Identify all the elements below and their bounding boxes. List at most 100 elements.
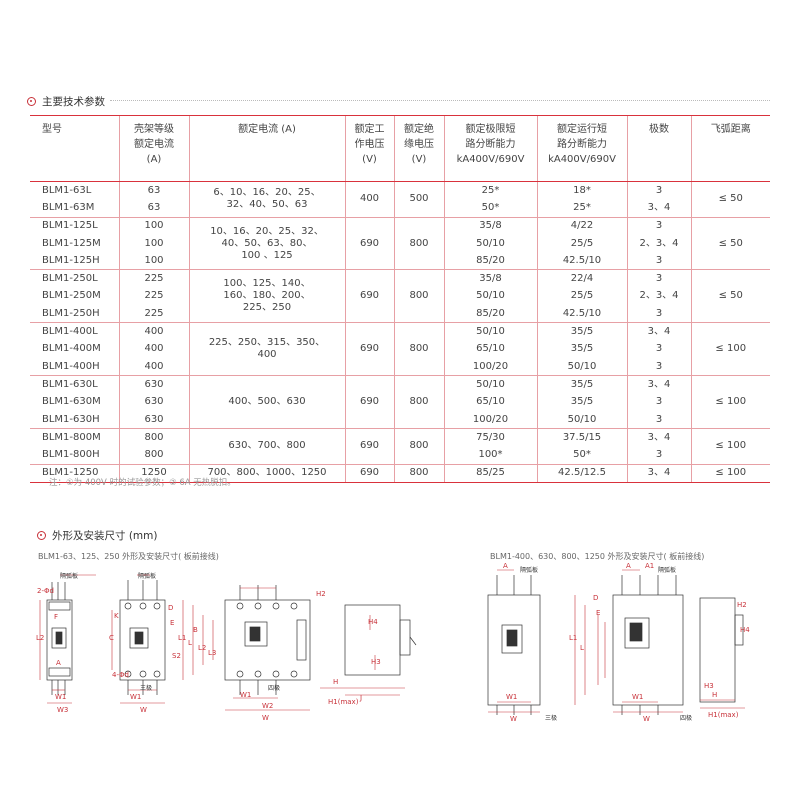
drawing2 <box>487 569 745 715</box>
service-breaking-cell: 50* <box>536 446 627 465</box>
label-D: D <box>168 604 173 612</box>
ultimate-breaking-cell: 100/20 <box>443 410 537 429</box>
d2-front-3pole <box>487 594 541 706</box>
frame-current-cell: 630 <box>118 410 189 429</box>
rated-current-cell: 630、700、800 <box>188 428 345 465</box>
ultimate-breaking-cell: 35/8 <box>443 216 537 235</box>
frame-current-cell: 400 <box>118 357 189 376</box>
d2-label-A: A <box>503 562 508 570</box>
label-S2: S2 <box>172 652 181 660</box>
frame-current-cell: 225 <box>118 305 189 323</box>
model-cell: BLM1-63M <box>42 201 95 213</box>
ultimate-breaking-cell: 35/8 <box>443 269 537 288</box>
rated-current-cell: 400、500、630 <box>188 375 345 429</box>
model-cell: BLM1-250H <box>42 307 100 319</box>
model-cell: BLM1-1250 <box>30 463 119 484</box>
model-cell: BLM1-630L <box>30 375 119 394</box>
label-H3: H3 <box>371 658 381 666</box>
frame-current-cell: 100 <box>118 216 189 235</box>
column-header: 额定绝 缘电压 (V) <box>393 115 444 182</box>
rated-current-cell: 6、10、16、20、25、 32、40、50、63 <box>188 181 345 218</box>
d2-label-W-b: W <box>643 715 650 723</box>
label-W1: W1 <box>55 693 66 701</box>
label-A: A <box>56 659 61 667</box>
insulation-voltage-cell: 800 <box>393 322 444 376</box>
service-breaking-cell: 37.5/15 <box>536 428 627 447</box>
model-cell: BLM1-125H <box>42 254 100 266</box>
column-header: 型号 <box>30 115 119 182</box>
table-note: 注：①为 400V 时的试验参数；② 6A 无热脱扣。 <box>49 478 236 488</box>
arc-distance-cell: ≤ 50 <box>690 269 770 323</box>
d2-label-H: H <box>712 691 717 699</box>
front-view-4pole <box>224 599 311 681</box>
d2-label-3pole: 三极 <box>545 714 557 722</box>
d2-label-L1: L1 <box>569 634 577 642</box>
d2-label-H2: H2 <box>737 601 747 609</box>
service-breaking-cell: 35/5 <box>536 393 627 411</box>
frame-current-cell: 225 <box>118 287 189 306</box>
column-header: 额定电流 (A) <box>188 115 345 182</box>
poles-cell: 3、4 <box>626 428 691 447</box>
insulation-voltage-cell: 800 <box>393 463 444 484</box>
working-voltage-cell: 690 <box>344 428 394 465</box>
frame-current-cell: 63 <box>118 199 189 218</box>
section-title: 主要技术参数 <box>42 96 105 108</box>
column-header: 飞弧距离 <box>690 115 770 182</box>
ultimate-breaking-cell: 50* <box>443 199 537 218</box>
label-holes-2: 2-Φd <box>37 587 54 595</box>
drawing1-caption: BLM1-63、125、250 外形及安装尺寸( 板前接线) <box>38 552 219 561</box>
d2-label-A1: A1 <box>645 562 654 570</box>
working-voltage-cell: 690 <box>344 463 394 484</box>
ultimate-breaking-cell: 50/10 <box>443 322 537 341</box>
poles-cell: 3 <box>626 357 691 376</box>
ultimate-breaking-cell: 100/20 <box>443 357 537 376</box>
service-breaking-cell: 4/22 <box>536 216 627 235</box>
arc-distance-cell: ≤ 100 <box>690 375 770 429</box>
service-breaking-cell: 25/5 <box>536 287 627 306</box>
arc-distance-cell: ≤ 100 <box>690 463 770 484</box>
label-H: H <box>333 678 338 686</box>
label-H4: H4 <box>368 618 378 626</box>
poles-cell: 2、3、4 <box>626 234 691 253</box>
label-B: B <box>193 626 198 634</box>
target-bullet-icon <box>27 97 36 106</box>
model-cell: BLM1-630M <box>42 396 101 408</box>
label-L2: L2 <box>198 644 206 652</box>
section-title-dimensions: 外形及安装尺寸 (mm) <box>52 530 158 542</box>
service-breaking-cell: 42.5/10 <box>536 305 627 323</box>
model-cell: BLM1-125L <box>30 216 119 235</box>
poles-cell: 3 <box>626 340 691 358</box>
column-header: 额定运行短 路分断能力 kA400V/690V <box>536 115 627 182</box>
poles-cell: 3、4 <box>626 463 691 484</box>
working-voltage-cell: 690 <box>344 269 394 323</box>
ultimate-breaking-cell: 65/10 <box>443 393 537 411</box>
ultimate-breaking-cell: 75/30 <box>443 428 537 447</box>
ultimate-breaking-cell: 65/10 <box>443 340 537 358</box>
working-voltage-cell: 400 <box>344 181 394 218</box>
drawing1-labels: 隔弧板 隔弧板 2-Φd 4-Φd A F W1 W3 W1 W W1 W2 W… <box>36 572 381 722</box>
model-cell: BLM1-250L <box>30 269 119 288</box>
label-W1-b: W1 <box>130 693 141 701</box>
column-header: 壳架等级 额定电流 (A) <box>118 115 189 182</box>
model-cell: BLM1-250M <box>42 290 101 302</box>
label-K: K <box>114 612 119 620</box>
insulation-voltage-cell: 800 <box>393 428 444 465</box>
d2-label-D: D <box>593 594 598 602</box>
drawing2-caption: BLM1-400、630、800、1250 外形及安装尺寸( 板前接线) <box>490 552 705 561</box>
ultimate-breaking-cell: 100* <box>443 446 537 465</box>
rated-current-cell: 10、16、20、25、32、 40、50、63、80、 100 、125 <box>188 216 345 270</box>
label-4pole: 四极 <box>268 684 280 692</box>
service-breaking-cell: 35/5 <box>536 322 627 341</box>
